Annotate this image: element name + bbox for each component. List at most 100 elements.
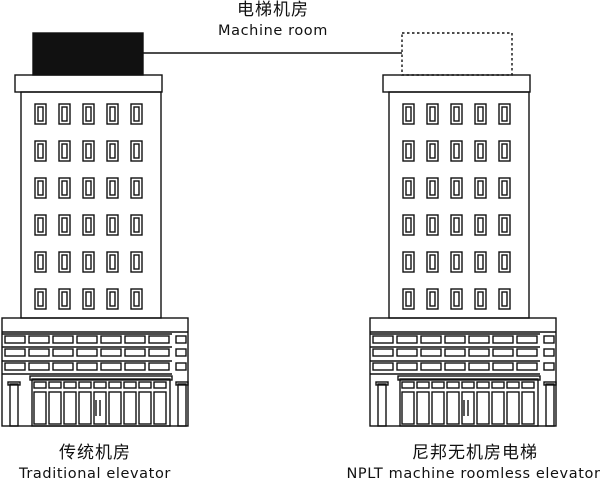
tower-window-pane xyxy=(477,106,484,122)
tower-window-pane xyxy=(453,291,460,307)
band-window xyxy=(420,335,442,344)
entrance-transom xyxy=(153,381,167,389)
band-window xyxy=(4,335,26,344)
band-window xyxy=(175,348,187,357)
entrance-glass xyxy=(521,391,535,425)
tower-window xyxy=(402,214,415,236)
tower-window xyxy=(474,177,487,199)
tower-window-pane xyxy=(501,254,508,270)
traditional-label-zh: 传统机房 xyxy=(59,443,131,463)
tower-window-pane xyxy=(453,180,460,196)
tower-window-pane xyxy=(109,254,116,270)
band-window xyxy=(420,362,442,371)
tower-window-pane xyxy=(429,106,436,122)
tower-window xyxy=(450,288,463,310)
band-window xyxy=(148,362,170,371)
side-column xyxy=(377,383,387,427)
tower-window xyxy=(426,140,439,162)
tower-window-pane xyxy=(453,143,460,159)
band-window xyxy=(52,362,74,371)
tower-window xyxy=(82,177,95,199)
tower-window xyxy=(450,251,463,273)
tower-window-pane xyxy=(37,217,44,233)
side-column xyxy=(177,383,187,427)
tower-window-pane xyxy=(477,180,484,196)
band-window xyxy=(4,348,26,357)
entrance-glass xyxy=(108,391,122,425)
tower-window-pane xyxy=(61,291,68,307)
band-window xyxy=(492,362,514,371)
tower-window-pane xyxy=(429,217,436,233)
tower-window-pane xyxy=(429,143,436,159)
band-window xyxy=(372,348,394,357)
tower-window-pane xyxy=(501,291,508,307)
tower-window-pane xyxy=(405,106,412,122)
tower-window-pane xyxy=(453,106,460,122)
tower-window xyxy=(130,177,143,199)
band-window xyxy=(28,348,50,357)
tower-window-pane xyxy=(133,106,140,122)
tower-window xyxy=(498,251,511,273)
tower-window xyxy=(106,214,119,236)
tower-window xyxy=(130,103,143,125)
tower-window-pane xyxy=(133,254,140,270)
tower-window-pane xyxy=(61,217,68,233)
tower-window xyxy=(82,103,95,125)
tower-window xyxy=(498,177,511,199)
tower-body xyxy=(20,91,162,319)
tower-window-pane xyxy=(477,291,484,307)
tower-window-pane xyxy=(85,254,92,270)
band-window xyxy=(516,348,538,357)
tower-window-pane xyxy=(133,217,140,233)
tower-window xyxy=(34,214,47,236)
roof-cap xyxy=(382,74,531,93)
band-window xyxy=(76,335,98,344)
tower-window-pane xyxy=(37,180,44,196)
tower-window xyxy=(106,103,119,125)
entrance-transom xyxy=(108,381,122,389)
tower-window-pane xyxy=(109,143,116,159)
entrance-transom xyxy=(138,381,152,389)
band-window xyxy=(28,362,50,371)
band-window xyxy=(124,348,146,357)
entrance-glass xyxy=(476,391,490,425)
tower-window-pane xyxy=(501,106,508,122)
side-column xyxy=(9,383,19,427)
band-window xyxy=(444,362,466,371)
entrance-glass xyxy=(78,391,92,425)
entrance-glass xyxy=(138,391,152,425)
tower-body xyxy=(388,91,530,319)
tower-window-pane xyxy=(429,254,436,270)
tower-window xyxy=(58,177,71,199)
band-window xyxy=(396,362,418,371)
tower-window xyxy=(474,214,487,236)
tower-window-pane xyxy=(85,217,92,233)
band-window xyxy=(175,335,187,344)
tower-window-pane xyxy=(501,180,508,196)
entrance-glass xyxy=(33,391,47,425)
band-window xyxy=(516,362,538,371)
tower-window-pane xyxy=(133,291,140,307)
tower-window xyxy=(426,214,439,236)
band-window xyxy=(100,335,122,344)
tower-window-pane xyxy=(501,217,508,233)
tower-window xyxy=(474,103,487,125)
tower-window-pane xyxy=(85,106,92,122)
tower-window-pane xyxy=(61,106,68,122)
tower-window-pane xyxy=(133,143,140,159)
band-window xyxy=(543,335,555,344)
tower-window-pane xyxy=(405,180,412,196)
tower-window xyxy=(402,288,415,310)
tower-window-pane xyxy=(37,254,44,270)
tower-window-pane xyxy=(61,180,68,196)
band-window xyxy=(148,348,170,357)
entrance-transom xyxy=(446,381,460,389)
entrance-transom xyxy=(506,381,520,389)
tower-window xyxy=(82,251,95,273)
entrance-glass xyxy=(416,391,430,425)
entrance-glass xyxy=(63,391,77,425)
tower-window-pane xyxy=(405,291,412,307)
tower-window xyxy=(130,214,143,236)
